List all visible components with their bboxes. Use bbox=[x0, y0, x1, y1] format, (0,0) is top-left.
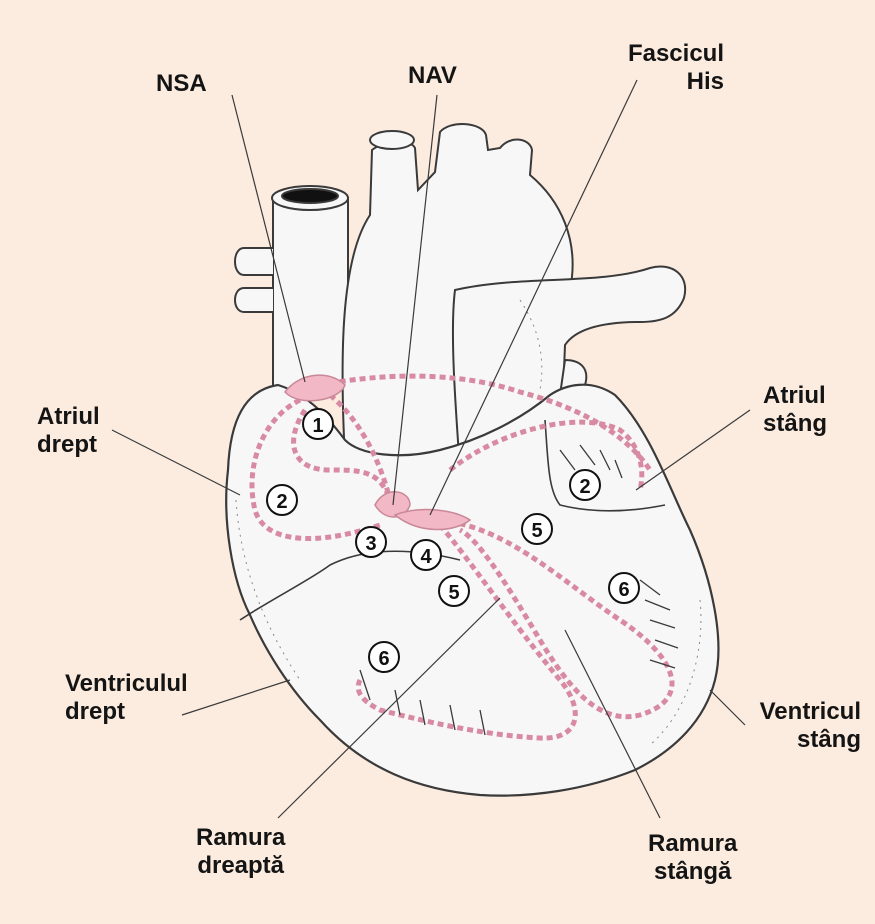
leader-atriul-drept bbox=[112, 430, 240, 495]
marker-4-text: 4 bbox=[420, 546, 432, 568]
heart-outline bbox=[226, 385, 718, 796]
label-ramura-stanga-line1: Ramura bbox=[648, 830, 737, 858]
marker-2-right: 2 bbox=[267, 485, 297, 515]
label-atriul-drept-line2: drept bbox=[37, 431, 100, 459]
label-ramura-dreapta-line1: Ramura bbox=[196, 824, 285, 852]
label-ramura-dreapta-line2: dreaptă bbox=[196, 852, 285, 880]
marker-2-right-text: 2 bbox=[276, 491, 287, 513]
label-nav: NAV bbox=[408, 62, 457, 90]
marker-5-left: 5 bbox=[522, 514, 552, 544]
marker-2-left: 2 bbox=[570, 470, 600, 500]
leader-ventricul-stang bbox=[710, 690, 745, 725]
superior-vena-cava bbox=[273, 198, 348, 394]
label-ramura-stanga-line2: stângă bbox=[648, 858, 737, 886]
label-atriul-drept-line1: Atriul bbox=[37, 403, 100, 431]
marker-4: 4 bbox=[411, 540, 441, 570]
marker-3: 3 bbox=[356, 527, 386, 557]
leader-ventriculul-drept bbox=[182, 680, 290, 715]
marker-5-right-text: 5 bbox=[448, 582, 459, 604]
marker-6-right-text: 6 bbox=[378, 648, 389, 670]
marker-6-left: 6 bbox=[609, 573, 639, 603]
label-ventricul-stang: Ventricul stâng bbox=[760, 698, 861, 754]
label-ventriculul-drept-line1: Ventriculul bbox=[65, 670, 188, 698]
label-ventriculul-drept-line2: drept bbox=[65, 698, 188, 726]
label-fascicul-his-line1: Fascicul bbox=[628, 40, 724, 68]
marker-1-text: 1 bbox=[312, 415, 323, 437]
marker-5-right: 5 bbox=[439, 576, 469, 606]
label-ventriculul-drept: Ventriculul drept bbox=[65, 670, 188, 726]
marker-6-left-text: 6 bbox=[618, 579, 629, 601]
pulmonary-veins-right bbox=[235, 248, 273, 312]
aorta-branch-opening bbox=[370, 131, 414, 149]
label-ramura-stanga: Ramura stângă bbox=[648, 830, 737, 886]
vena-cava-lumen bbox=[282, 189, 338, 203]
label-nsa: NSA bbox=[156, 70, 207, 98]
label-atriul-drept: Atriul drept bbox=[37, 403, 100, 459]
label-fascicul-his: Fascicul His bbox=[628, 40, 724, 96]
marker-1: 1 bbox=[303, 409, 333, 439]
marker-5-left-text: 5 bbox=[531, 520, 542, 542]
label-atriul-stang: Atriul stâng bbox=[763, 382, 827, 438]
label-fascicul-his-line2: His bbox=[628, 68, 724, 96]
marker-2-left-text: 2 bbox=[579, 476, 590, 498]
label-atriul-stang-line1: Atriul bbox=[763, 382, 827, 410]
marker-6-right: 6 bbox=[369, 642, 399, 672]
label-ventricul-stang-line1: Ventricul bbox=[760, 698, 861, 726]
marker-3-text: 3 bbox=[365, 533, 376, 555]
label-ramura-dreapta: Ramura dreaptă bbox=[196, 824, 285, 880]
label-ventricul-stang-line2: stâng bbox=[760, 726, 861, 754]
label-atriul-stang-line2: stâng bbox=[763, 410, 827, 438]
